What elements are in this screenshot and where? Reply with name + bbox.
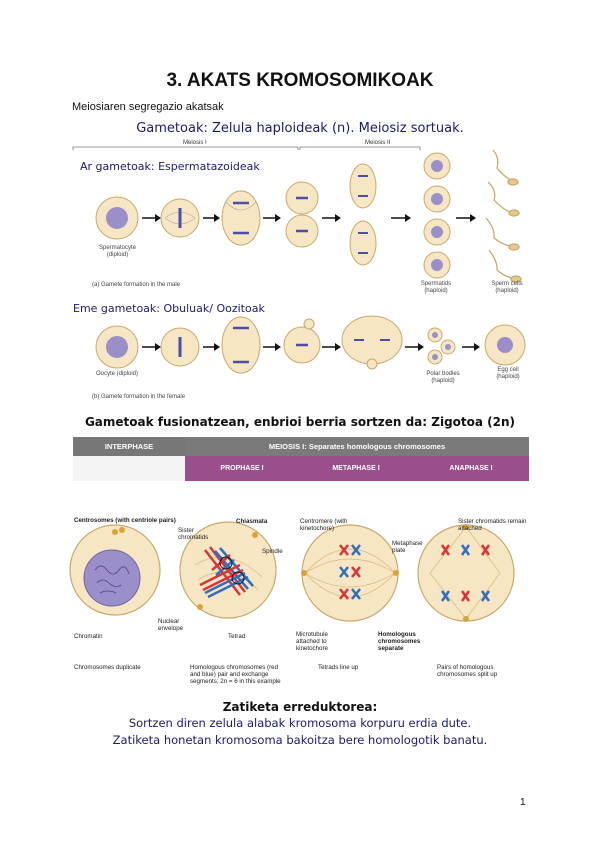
arrow-icon (203, 214, 220, 222)
label-centromere: Centromere (with kinetochore) (300, 518, 360, 532)
caption-prophase: Homologous chromosomes (red and blue) pa… (190, 664, 290, 685)
label-metaphase-plate: Metaphase plate (392, 540, 422, 554)
label-homologous-separate: Homologous chromosomes separate (378, 631, 438, 652)
oocyte-anaphase-cell (222, 317, 260, 373)
meiosis-ii-cells (350, 164, 376, 265)
arrow-icon (322, 343, 341, 351)
metaphase-i-tab: METAPHASE I (299, 456, 413, 481)
meiosis-cell-anaphase (222, 191, 260, 245)
oocyte-label: Oocyte (diploid) (92, 371, 142, 378)
meiosis-i-header: MEIOSIS I: Separates homologous chromoso… (185, 437, 529, 456)
gametogenesis-diagram (0, 0, 600, 420)
caption-male: (a) Gamete formation in the male (92, 282, 180, 288)
arrow-icon (142, 214, 161, 222)
prophase-i-tab: PROPHASE I (185, 456, 299, 481)
meiosis-cell-metaphase (161, 199, 199, 237)
spermatids-label: Spermatids (haploid) (410, 281, 462, 295)
female-gametes-label: Eme gametoak: Obuluak/ Oozitoak (73, 302, 265, 315)
egg-cell-label: Egg cell (haploid) (486, 367, 530, 381)
polar-bodies (428, 328, 455, 364)
arrow-icon (263, 343, 281, 351)
page-number: 1 (520, 797, 526, 808)
label-sister-chromatids: Sister chromatids (178, 527, 218, 541)
label-spindle: Spindle (262, 548, 283, 555)
arrow-icon (263, 214, 281, 222)
spermatids-cells (424, 153, 450, 278)
oocyte-cell (96, 326, 138, 368)
zygote-statement: Gametoak fusionatzean, enbrioi berria so… (0, 415, 600, 429)
caption-anaphase: Pairs of homologous chromosomes split up (437, 664, 529, 678)
caption-interphase: Chromosomes duplicate (74, 664, 141, 671)
spermatocyte-label: Spermatocyte (diploid) (90, 245, 145, 259)
label-chromatin: Chromatin (74, 633, 103, 640)
interphase-spacer (73, 456, 185, 481)
label-chiasmata: Chiasmata (236, 518, 267, 525)
label-nuclear-envelope: Nuclear envelope (158, 618, 192, 632)
reduction-division-title: Zatiketa erreduktorea: (0, 700, 600, 714)
oocyte-with-polar-body (284, 319, 320, 363)
interphase-header: INTERPHASE (73, 437, 185, 456)
arrow-icon (391, 214, 411, 222)
interphase-cell (70, 525, 160, 615)
arrow-icon (142, 343, 161, 351)
polar-bodies-label: Polar bodies (haploid) (420, 371, 466, 385)
reduction-line-2: Zatiketa honetan kromosoma bakoitza bere… (0, 733, 600, 747)
arrow-icon (456, 214, 476, 222)
two-daughter-cells (286, 182, 318, 247)
arrow-icon (322, 214, 341, 222)
label-centrosomes: Centrosomes (with centriole pairs) (74, 517, 176, 524)
sperm-cells-label: Sperm cells (haploid) (482, 281, 532, 295)
label-microtubule: Microtubule attached to kinetochore (296, 631, 351, 652)
label-tetrad: Tetrad (228, 633, 245, 640)
anaphase-i-tab: ANAPHASE I (413, 456, 529, 481)
caption-metaphase: Tetrads line up (318, 664, 358, 671)
label-sister-remain: Sister chromatids remain attached (458, 518, 528, 532)
caption-female: (b) Gamete formation in the female (92, 394, 185, 400)
oocyte-meiosis-ii-cell (342, 316, 402, 369)
metaphase-i-cell (301, 525, 399, 621)
egg-cell (485, 325, 525, 365)
arrow-icon (405, 343, 424, 351)
reduction-line-1: Sortzen diren zelula alabak kromosoma ko… (0, 716, 600, 730)
arrow-icon (203, 343, 220, 351)
anaphase-i-cell (418, 524, 514, 622)
arrow-icon (462, 343, 480, 351)
male-gametes-label: Ar gametoak: Espermatazoideak (80, 160, 260, 173)
sperm-cells (486, 150, 521, 282)
spermatocyte-cell (96, 197, 138, 239)
oocyte-metaphase-cell (161, 328, 199, 366)
